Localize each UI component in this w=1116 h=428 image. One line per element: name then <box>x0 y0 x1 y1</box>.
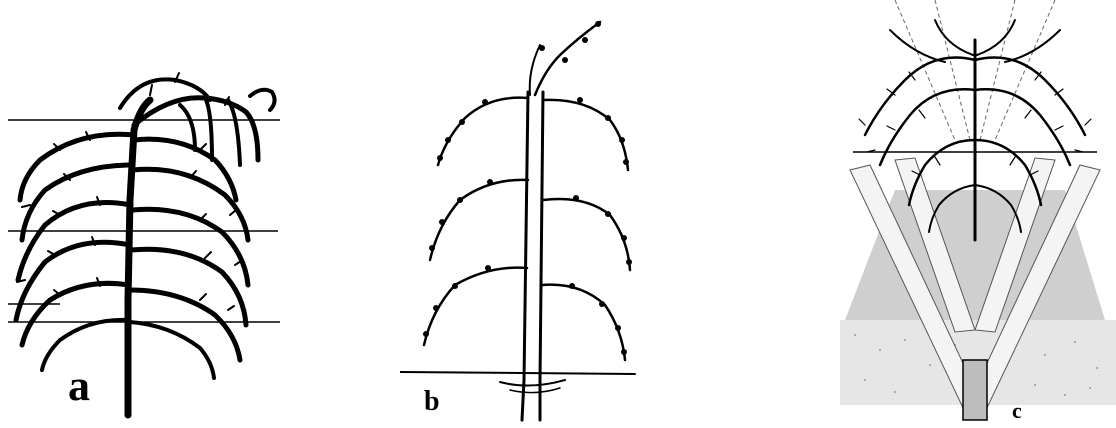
panel-a-drawing <box>0 0 300 428</box>
panel-a-tree <box>16 73 275 415</box>
panel-b-tree <box>400 22 635 420</box>
container <box>963 360 987 420</box>
panel-b-drawing <box>400 0 660 428</box>
panel-c-drawing <box>835 0 1116 428</box>
panel-label-b: b <box>424 386 440 418</box>
panel-c-tree-illustration <box>835 0 1116 428</box>
panel-label-a: a <box>68 360 90 411</box>
panel-b-tree-illustration <box>400 0 660 428</box>
panel-a-tree-illustration <box>0 0 300 428</box>
panel-label-c: c <box>1012 398 1022 424</box>
